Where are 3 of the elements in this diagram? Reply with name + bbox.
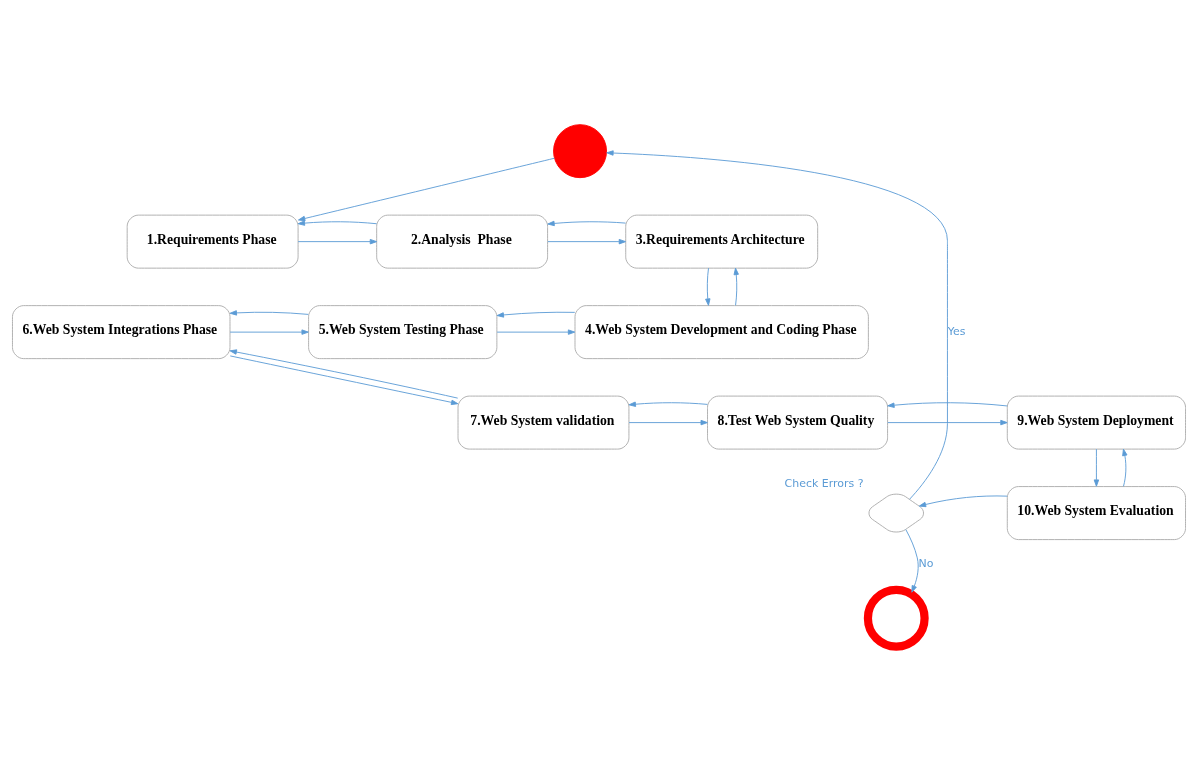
edge-label: No [918, 556, 934, 570]
edge-label: Yes [947, 324, 966, 338]
node-label: Check Errors ? [784, 477, 864, 491]
